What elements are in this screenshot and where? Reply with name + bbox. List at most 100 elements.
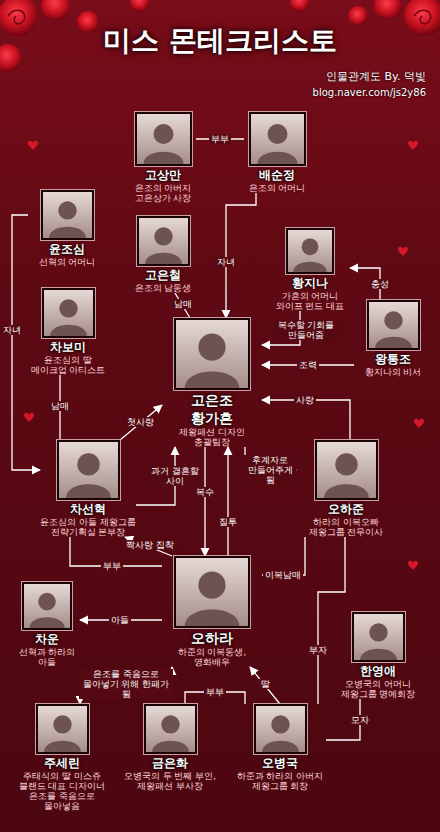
relation-label: 부자 [307,645,329,655]
relation-label: 딸 [259,679,272,689]
portrait-body [145,253,182,264]
person-role: 오병국의 두 번째 부인, 제왕패션 부사장 [124,771,216,791]
rose [77,11,99,33]
person-card: 고은철은조의 남동생 [130,216,196,293]
portrait-body [375,337,412,348]
relation-line [204,447,205,556]
portrait-silhouette [354,614,403,660]
portrait-body [185,371,239,388]
portrait-body [44,741,81,752]
relation-line [250,667,280,704]
relation-label: 조력 [297,360,319,370]
portrait-frame [144,704,197,754]
person-card: 황지나가흔의 어머니 와이프 펀드 대표 [270,228,350,311]
relation-label: 질투 [217,517,239,527]
relation-label: 사랑 [294,395,316,405]
person-name: 고은조 [162,392,262,408]
heart [408,141,418,150]
portrait-silhouette [137,114,190,164]
portrait-silhouette [256,706,305,752]
person-role: 황지나의 비서 [354,367,432,377]
rose [374,0,402,20]
portrait-head [153,124,173,144]
person-name: 황가흔 [162,410,262,426]
person-role: 윤조심의 아들 제왕그룹 전략기획실 본부장 [40,517,136,537]
portrait-head [53,715,71,733]
portrait-body [262,741,299,752]
portrait-head [58,201,76,219]
portrait-frame [352,612,405,662]
heart-cluster [24,141,424,570]
rose-petal [414,10,431,24]
person-name: 오병국 [234,756,326,770]
person-name: 한영애 [336,664,420,678]
person-name: 배순정 [244,168,310,182]
person-name: 오하라 [162,630,262,646]
relation-line [262,400,350,440]
portrait-body [49,227,86,238]
portrait-silhouette [43,192,92,238]
relation-line [227,447,228,556]
relation-label: 복수할 기회를 만들어줌 [273,320,339,340]
portrait-head [369,623,387,641]
relation-line [80,667,172,704]
person-card: 고은조황가흔제왕패션 디자인 총괄팀장 [162,318,262,447]
portrait-head [335,453,357,475]
person-name: 고상만 [130,168,196,182]
person-name: 차선혁 [40,502,136,516]
person-name: 오하준 [296,502,396,516]
person-name: 황지나 [270,276,350,290]
portrait-head [267,124,287,144]
portrait-silhouette [38,706,87,752]
rose [0,44,22,72]
person-role: 은조의 어머니 [244,183,310,193]
portrait-silhouette [176,320,248,388]
portrait-head [302,238,319,255]
relation-line [318,537,345,704]
relation-label: 부부 [204,687,226,697]
heart [408,561,418,570]
person-card: 왕통조황지나의 비서 [354,300,432,377]
rose [404,0,440,36]
credit-label: 인물관계도 By. 덕빛 [326,70,426,83]
portrait-silhouette [317,442,376,498]
portrait-head [38,593,56,611]
relation-label: 은조를 죽음으로 몰아넣기 위해 한패가 됨 [79,669,173,699]
relation-label: 이복남매 [263,570,303,580]
person-card: 배순정은조의 어머니 [244,112,310,193]
person-card: 주세린주태식의 딸 미스쥬 블랜드 대표 디자이너 은조를 죽음으로 몰아넣음 [16,704,108,811]
rose [348,6,368,26]
chart-title: 미스 몬테크리스토 [0,24,440,58]
portrait-body [324,484,369,498]
portrait-frame [57,440,120,500]
portrait-frame [36,704,89,754]
person-card: 차운선혁과 하라의 아들 [14,582,80,667]
credit-label: blog.naver.com/js2y86 [313,86,426,99]
relation-label: 남매 [49,401,71,411]
portrait-head [271,715,289,733]
relation-label: 자녀 [215,257,237,267]
portrait-silhouette [251,114,304,164]
rose-cluster [0,0,440,72]
portrait-head [198,334,225,361]
portrait-head [198,572,225,599]
relation-line [12,215,40,470]
relation-label: 첫사랑 [125,417,156,427]
person-role: 선혁과 하라의 아들 [14,647,80,667]
person-role: 은조의 남동생 [130,283,196,293]
portrait-head [77,453,99,475]
portrait-head [154,227,172,245]
relation-label: 부부 [101,561,123,571]
rose [290,0,310,12]
relation-label: 복수 [194,487,216,497]
person-card: 윤조심선혁의 어머니 [28,190,106,267]
heart [24,413,34,422]
portrait-frame [41,190,94,240]
portrait-frame [249,112,306,166]
portrait-silhouette [288,230,332,272]
person-role: 선혁의 어머니 [28,257,106,267]
heart [414,419,424,428]
portrait-silhouette [176,558,248,626]
rose [0,0,38,36]
person-name: 차보미 [26,340,110,354]
